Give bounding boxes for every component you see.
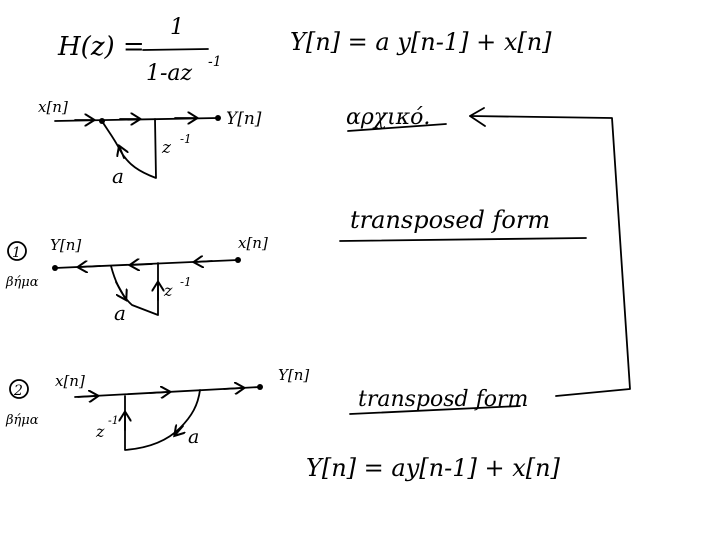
step2-arrow-2 [149, 392, 168, 393]
fraction-bar [142, 48, 209, 51]
difference-equation: Y[n] = a y[n-1] + x[n] [290, 28, 552, 56]
transposed-note-label-1: transposed form [350, 206, 550, 234]
step2-output-label: Y[n] [278, 366, 309, 384]
connector-arrowhead [469, 107, 486, 127]
transfer-function-lhs: H(z) = [57, 32, 145, 62]
transfer-function-denominator: 1-az [146, 61, 193, 86]
step1-delay-exponent: -1 [180, 275, 192, 289]
step1-circle [7, 241, 27, 261]
step1-output-label: Y[n] [50, 236, 81, 254]
step1-input-label: x[n] [238, 234, 268, 252]
original-delay-label: z [161, 138, 172, 158]
original-output-label: Y[n] [226, 109, 262, 129]
step2-delay-label: z [95, 422, 105, 441]
step2-input-label: x[n] [55, 372, 85, 390]
step1-arrow-2 [132, 264, 153, 265]
step2-delay-exponent: -1 [108, 414, 119, 427]
transfer-function: H(z) = 1 1-az -1 [57, 15, 222, 86]
original-feedback-arrow [120, 148, 124, 159]
step1-word: βήμα [5, 275, 39, 290]
original-delay-exponent: -1 [180, 132, 192, 146]
transposed-note-underline-1 [339, 237, 587, 242]
original-output-node [215, 115, 221, 121]
step1-gain-arrow [115, 281, 125, 298]
transfer-function-exponent: -1 [208, 54, 222, 70]
step2-gain-label: a [188, 426, 199, 448]
original-note-underline [347, 123, 447, 132]
step1-arrow-3 [196, 261, 213, 262]
step2-gain-arrow [176, 426, 183, 434]
diagram-step1: 1 βήμα Y[n] x[n] z -1 a [5, 234, 268, 325]
connector-bracket [469, 115, 631, 397]
original-feedback-loop [101, 118, 157, 179]
transposed-note-label-2: transposd form [358, 387, 528, 412]
step1-output-node [52, 265, 58, 271]
step1-delay-label: z [163, 281, 173, 300]
step1-gain-label: a [114, 301, 126, 325]
original-gain-label: a [112, 164, 124, 188]
transfer-function-numerator: 1 [170, 15, 184, 40]
step2-circle [9, 379, 29, 399]
diagram-step2: 2 βήμα x[n] Y[n] z -1 a [5, 366, 309, 451]
transposed-note-underline-2 [349, 405, 521, 415]
step2-word: βήμα [5, 413, 39, 428]
step1-number: 1 [12, 245, 21, 261]
original-input-label: x[n] [38, 98, 68, 116]
diagram-original: x[n] Y[n] z -1 a [38, 98, 262, 188]
step2-number: 2 [13, 383, 23, 399]
step1-input-node [235, 257, 241, 263]
step2-arrow-1 [77, 396, 96, 397]
bottom-equation: Y[n] = ay[n-1] + x[n] [306, 454, 561, 482]
step2-output-node [257, 384, 263, 390]
notes: αρχικό. transposed form transposd form Y… [306, 105, 631, 482]
step1-arrow-1 [80, 266, 101, 267]
step2-arrow-3 [223, 388, 242, 389]
